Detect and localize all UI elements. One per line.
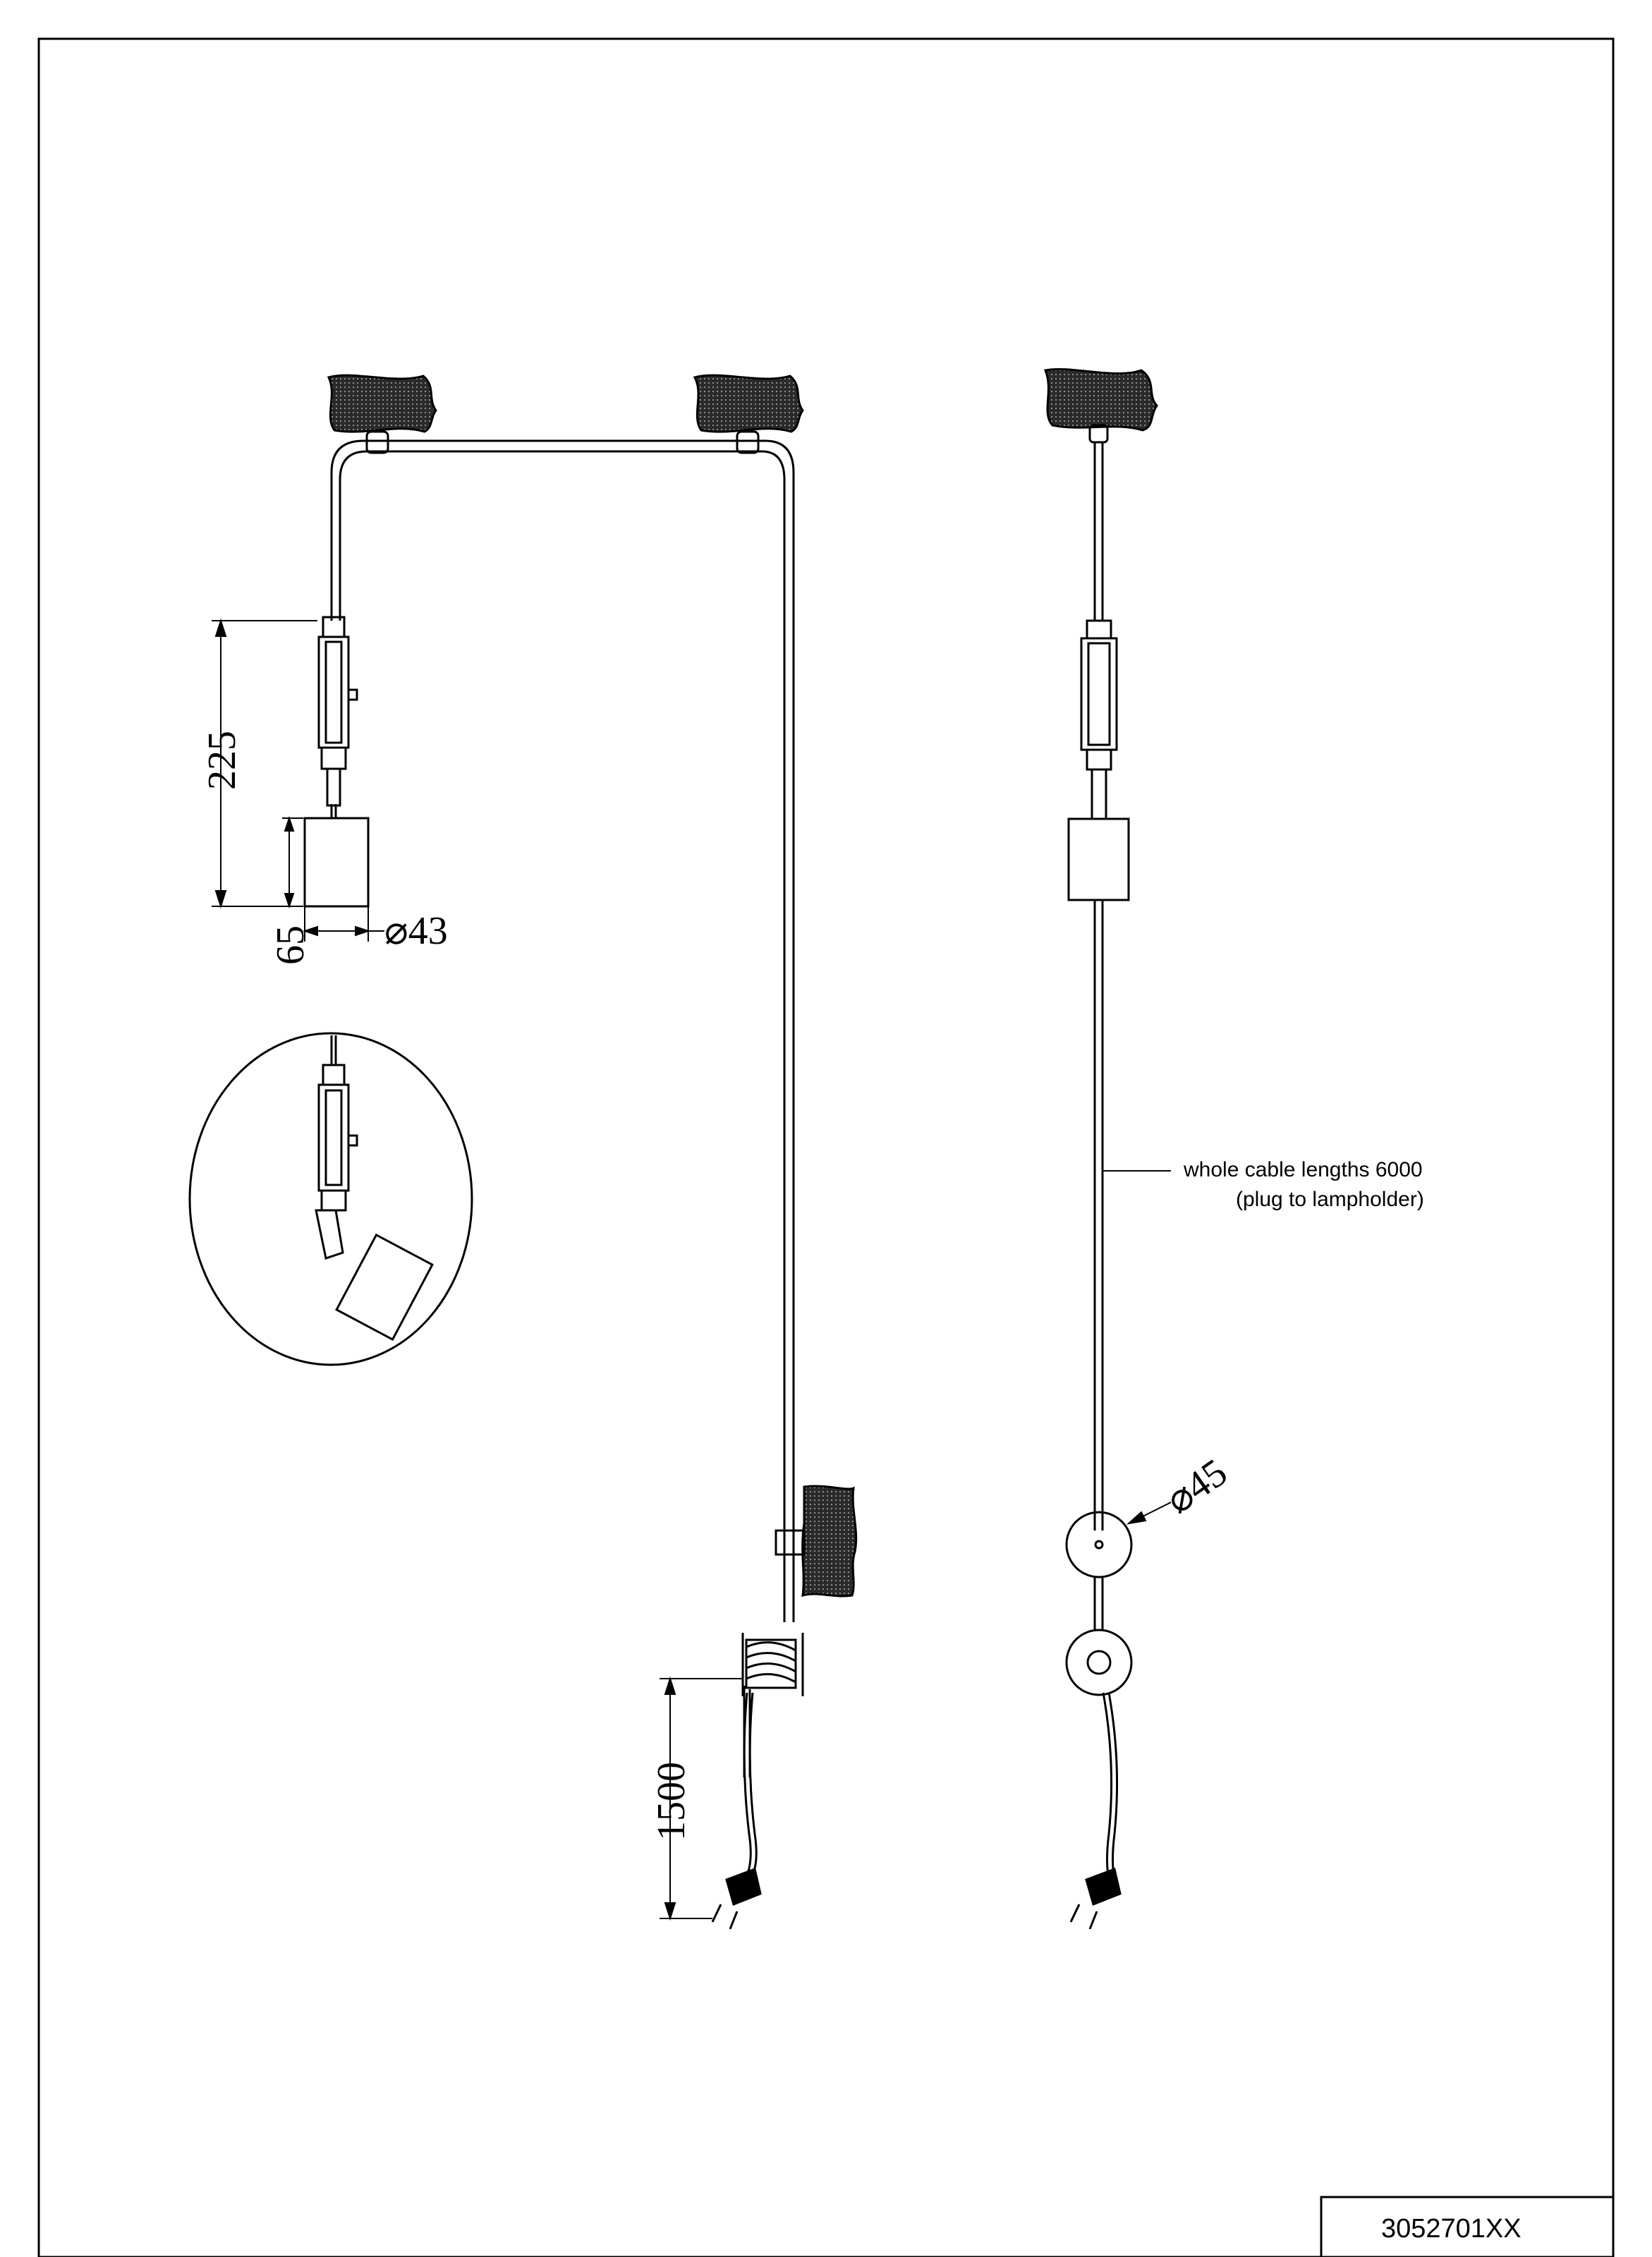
dimension-43-label: ⌀43: [384, 909, 448, 953]
spot-shade: [303, 817, 370, 908]
dimension-225-label: 225: [200, 731, 244, 790]
side-view: [1043, 367, 1158, 1930]
spot-knob: [347, 688, 358, 701]
spot-body: [317, 635, 350, 749]
holder-disc-1: [1065, 1511, 1133, 1578]
ceiling-block-middle: [693, 374, 804, 433]
spot-joint: [326, 767, 341, 807]
plug-left: [711, 1692, 762, 1930]
cable-outer: [330, 439, 795, 1552]
dimension-1500: [660, 1676, 743, 1921]
dimension-1500-label: 1500: [650, 1762, 693, 1841]
ceiling-hook-left: [365, 430, 389, 454]
note-line-2: (plug to lampholder): [1236, 1188, 1424, 1211]
ceiling-hook-right: [736, 430, 760, 454]
detail-shade: [335, 1233, 434, 1342]
wall-block: [801, 1485, 858, 1598]
spot-lower-cap: [320, 746, 347, 770]
dimension-43: [302, 906, 384, 942]
front-view: [303, 374, 804, 1552]
holder-disc-2: [1065, 1629, 1133, 1696]
drawing-frame: [37, 37, 1615, 2257]
dimension-45-label: ⌀45: [1158, 1450, 1235, 1522]
plug-body-left: [725, 1867, 762, 1906]
dimension-45: [1126, 1502, 1172, 1525]
ceiling-block-left: [327, 374, 437, 433]
product-code: 3052701XX: [1381, 2214, 1522, 2244]
title-block: [1320, 2196, 1615, 2257]
ceiling-block-right: [1043, 367, 1158, 432]
detail-circle: [188, 1032, 473, 1366]
wall-bracket: [775, 1529, 806, 1622]
note-line-1: whole cable lengths 6000: [1183, 1158, 1423, 1181]
dimension-65: [282, 815, 303, 909]
cable-inner: [339, 450, 786, 1552]
spot-body-inner: [324, 640, 343, 744]
side-shade: [1067, 817, 1130, 901]
detail-view: [188, 1032, 473, 1366]
plug-body-right: [1085, 1867, 1122, 1906]
dimension-225: [212, 618, 317, 909]
